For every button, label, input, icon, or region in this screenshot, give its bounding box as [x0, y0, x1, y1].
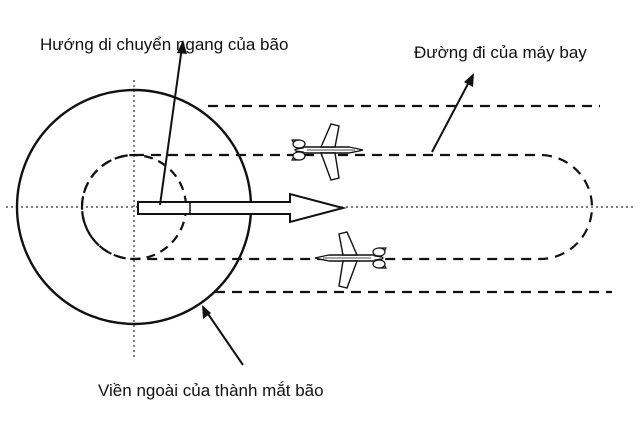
flight-path-pointer	[431, 73, 474, 153]
airplane-icon	[290, 123, 364, 181]
eyewall-pointer	[202, 305, 244, 366]
flight-path-label: Đường đi của máy bay	[414, 43, 587, 62]
flight-path-racetrack	[80, 153, 594, 261]
storm-motion-label: Hướng di chuyển ngang của bão	[40, 35, 289, 54]
eyewall-outer-edge-label: Viền ngoài của thành mắt bão	[98, 381, 324, 400]
airplane-icon	[314, 231, 388, 289]
storm-motion-arrow	[137, 192, 347, 224]
storm-motion-pointer	[159, 40, 187, 206]
